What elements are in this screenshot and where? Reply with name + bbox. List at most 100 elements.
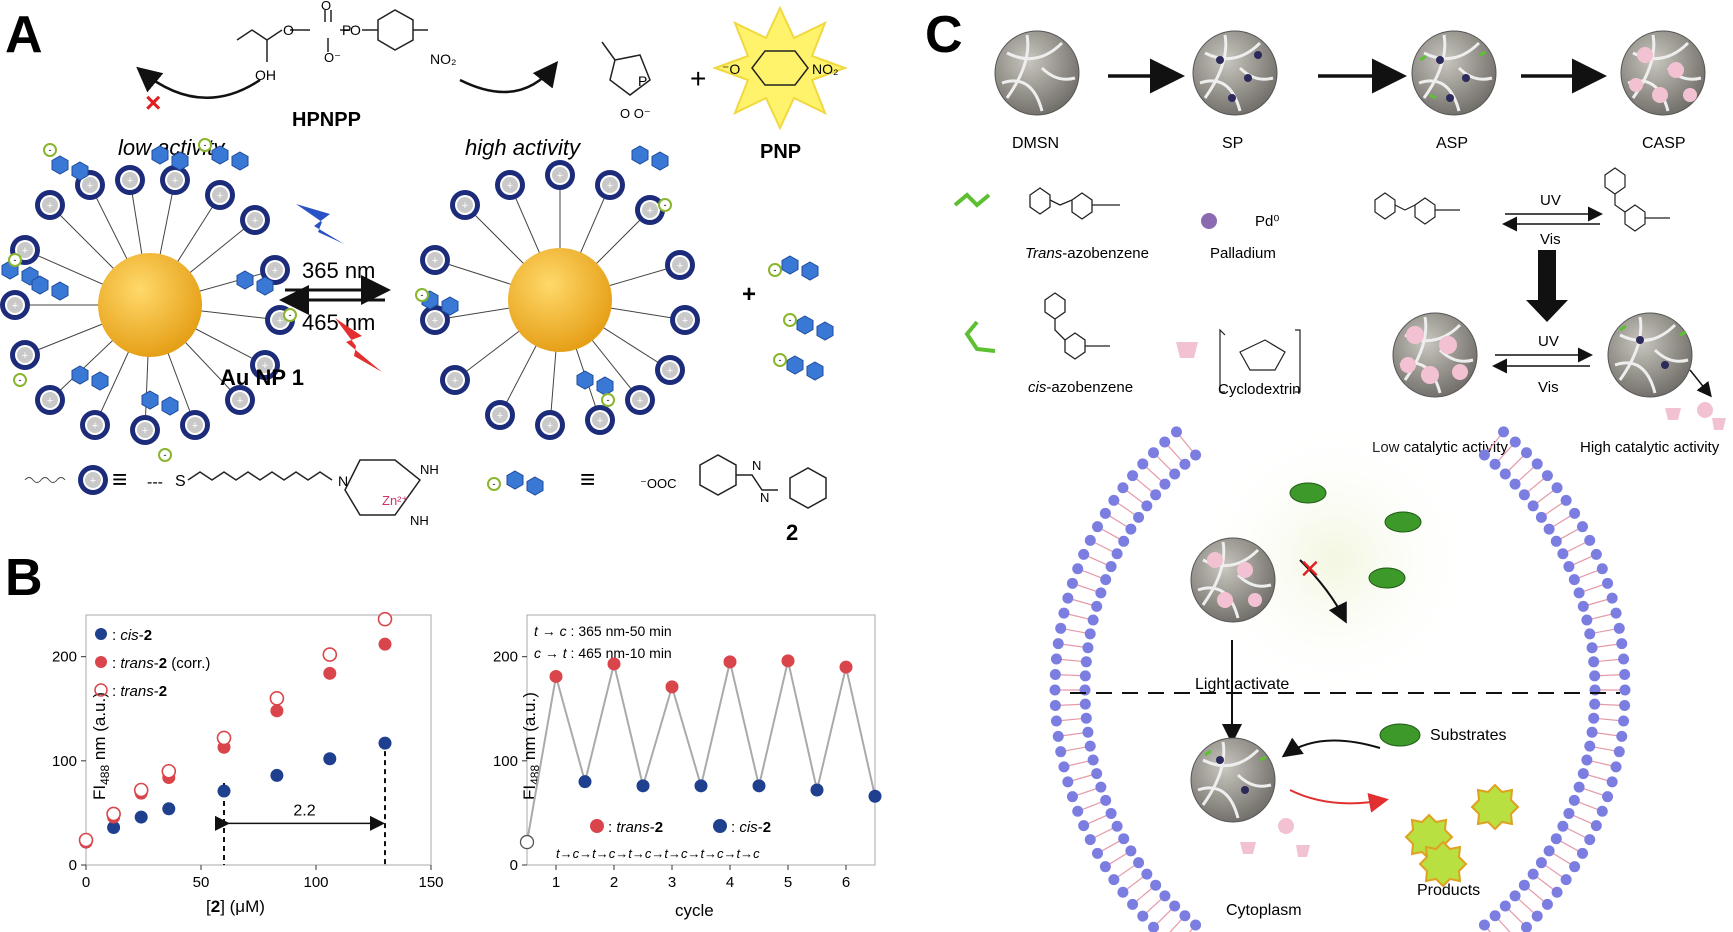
substrate-1 [1289, 482, 1327, 504]
lipid-head [1560, 874, 1572, 886]
x-tick-label: 50 [193, 874, 210, 891]
lipid-head [1618, 715, 1630, 727]
lipid-head [1557, 820, 1569, 832]
lipid-head [1095, 781, 1107, 793]
cis-azo-icon [964, 320, 996, 353]
lipid-head [1049, 700, 1061, 712]
y-tick-label: 0 [510, 857, 518, 874]
lipid-head [1062, 592, 1074, 604]
lipid-head [1127, 898, 1139, 910]
y-tick-label: 200 [493, 649, 518, 666]
membrane-left [1049, 426, 1202, 932]
lipid-head [1179, 910, 1191, 922]
lipid-head [1052, 730, 1064, 742]
sulfur-label: S [175, 473, 186, 490]
n-label: N [338, 473, 348, 489]
lipid-head [1111, 548, 1123, 560]
casp-sphere [1619, 29, 1707, 117]
big-down-arrow [1526, 250, 1568, 322]
cycle-point-cis [752, 779, 766, 793]
lipid-head [1602, 791, 1614, 803]
chart2-frame [526, 614, 876, 866]
lipid-head [1087, 754, 1099, 766]
data-point-trans-2 [216, 730, 232, 746]
x-tick-label: 100 [303, 874, 328, 891]
lipid-head [1527, 500, 1539, 512]
lipid-head [1610, 761, 1622, 773]
lipid-head [1117, 886, 1129, 898]
data-point-trans-2 [133, 782, 149, 798]
lipid-head [1190, 449, 1202, 461]
x-tick-label: 1 [552, 874, 560, 891]
x-tick-label: 150 [418, 874, 443, 891]
trans-azo-icon [953, 192, 991, 208]
data-point-trans-2 [78, 832, 94, 848]
lipid-head [1569, 507, 1581, 519]
x-tick-label: 4 [726, 874, 734, 891]
lipid-head [1092, 847, 1104, 859]
cycle-point-cis [578, 775, 592, 789]
lipid-head [1584, 628, 1596, 640]
trans-azo-structure [1029, 187, 1120, 220]
equiv-1: ≡ [112, 464, 127, 494]
lipid-head [1560, 494, 1572, 506]
lipid-head [1133, 511, 1145, 523]
cyclodextrin-structure [1219, 328, 1301, 393]
azo-legend: ≡ ⁻OOC N N 2 [487, 454, 827, 545]
data-point-trans-2-corr- [323, 666, 337, 680]
asp-sphere [1410, 29, 1498, 117]
lipid-head [1606, 776, 1618, 788]
lipid-head [1550, 833, 1562, 845]
lipid-head [1072, 563, 1084, 575]
lipid-head [1052, 638, 1064, 650]
free-azobenzene-group [631, 145, 834, 381]
lipid-head [1108, 494, 1120, 506]
lipid-head [1606, 592, 1618, 604]
lipid-head [1573, 587, 1585, 599]
lipid-head [1584, 740, 1596, 752]
panel-a: A OH O O P O O⁻ NO₂ HPNPP × low activity… [0, 0, 848, 545]
lipid-head [1084, 740, 1096, 752]
cyclodextrin-label: Cyclodextrin [1218, 381, 1301, 398]
lipid-head [1117, 482, 1129, 494]
lipid-head [1066, 791, 1078, 803]
cycle-point-open [519, 834, 535, 850]
lipid-head [1084, 534, 1096, 546]
lipid-head [1568, 794, 1580, 806]
lipid-head [1062, 776, 1074, 788]
data-point-trans-2 [161, 763, 177, 779]
lipid-head [1588, 656, 1600, 668]
lipid-head [1087, 614, 1099, 626]
cyclic-p: P [638, 73, 647, 89]
lipid-head [1169, 468, 1181, 480]
lipid-head [1080, 712, 1092, 724]
palladium-label: Palladium [1210, 245, 1276, 262]
lipid-head [1141, 500, 1153, 512]
lipid-head [1577, 768, 1589, 780]
lipid-head [1619, 700, 1631, 712]
lipid-head [1170, 426, 1182, 438]
cycle-point-trans [665, 680, 679, 694]
lipid-head [1535, 857, 1547, 869]
y-tick-label: 200 [52, 649, 77, 666]
lipid-head [1613, 746, 1625, 758]
trans-azo-label: Trans-azobenzene [1025, 245, 1149, 262]
cycle-point-trans [781, 654, 795, 668]
data-point-trans-2 [322, 647, 338, 662]
panel-label-a: A [5, 6, 43, 64]
casp-cell-lower [1189, 736, 1310, 857]
lipid-head [1478, 449, 1490, 461]
lipid-head [1576, 847, 1588, 859]
y-tick-label: 0 [69, 857, 77, 874]
lipid-head [1569, 861, 1581, 873]
dash-s: --- [147, 474, 163, 491]
au-np-label: Au NP 1 [220, 365, 304, 390]
azo-n1: N [752, 458, 761, 473]
cycle-sequence: t→c→t→c→t→c→t→c→t→c→t→c [556, 846, 760, 861]
lipid-head [1125, 523, 1137, 535]
lipid-head [1100, 794, 1112, 806]
lipid-head [1596, 563, 1608, 575]
lipid-head [1577, 600, 1589, 612]
sp-sphere [1191, 29, 1279, 117]
lipid-head [1509, 478, 1521, 490]
